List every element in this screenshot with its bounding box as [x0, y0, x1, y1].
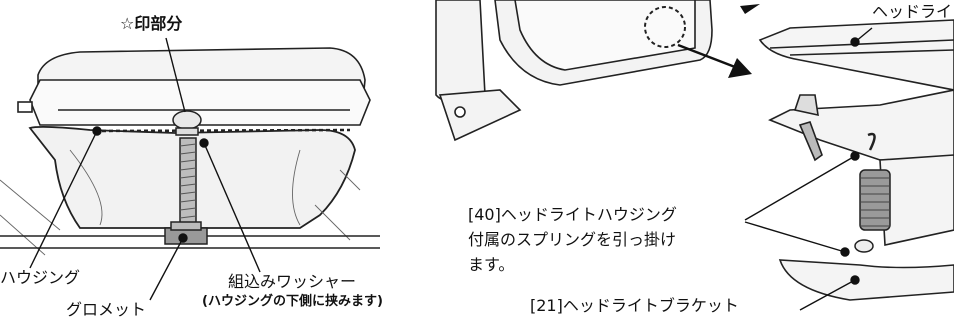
spring — [854, 132, 891, 253]
leader-lines-right — [744, 27, 873, 311]
headlight-bracket-top — [435, 0, 713, 142]
small-arrow-head — [740, 4, 760, 14]
leader-lines-left — [29, 37, 261, 301]
washer-label: 組込みワッシャー — [228, 272, 357, 291]
housing-label: ハウジング — [0, 268, 81, 287]
spring-note-line1: [40]ヘッドライトハウジング — [468, 205, 677, 224]
bracket-label: [21]ヘッドライトブラケット — [530, 296, 739, 315]
bracket-assembly — [768, 89, 954, 301]
housing-shading — [0, 149, 361, 256]
mark-label: ☆印部分 — [120, 14, 183, 33]
detail-circle — [644, 6, 686, 48]
spring-note-line3: ます。 — [468, 255, 515, 274]
grommet-label: グロメット — [66, 300, 147, 319]
headlight-top-label: ヘッドライ — [872, 2, 953, 21]
headlight-housing — [17, 47, 371, 126]
direction-arrow — [677, 43, 752, 78]
housing-edge-dashed — [94, 128, 351, 133]
washer-note: (ハウジングの下側に挟みます) — [202, 294, 383, 309]
spring-note-line2: 付属のスプリングを引っ掛け — [468, 230, 677, 249]
housing-top-right — [758, 19, 954, 91]
